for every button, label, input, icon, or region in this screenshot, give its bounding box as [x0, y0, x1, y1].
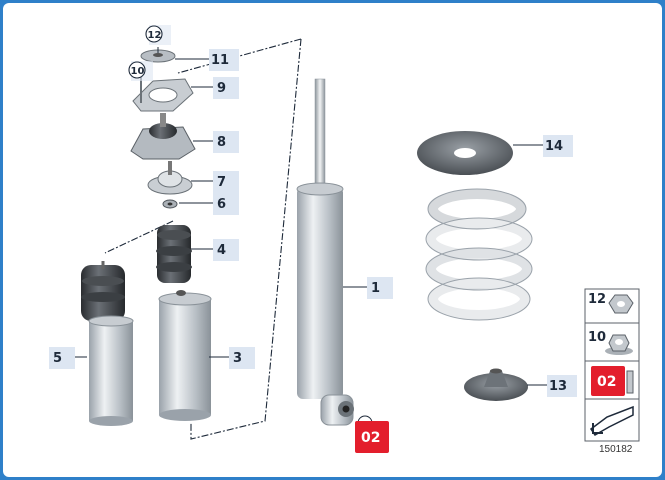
svg-text:1: 1 — [371, 281, 380, 296]
callout-13[interactable]: 13 — [547, 375, 577, 397]
svg-text:10: 10 — [588, 330, 606, 345]
part-3-protection-tube — [158, 290, 212, 421]
svg-text:8: 8 — [217, 135, 226, 150]
svg-text:5: 5 — [53, 351, 62, 366]
part-4-bump-stop — [156, 225, 192, 283]
callout-10-circle[interactable]: 10 — [128, 61, 153, 81]
svg-text:9: 9 — [217, 81, 226, 96]
diagram-frame: 1 3 4 5 6 7 8 9 11 13 14 12 10 02 12 10 — [3, 3, 662, 477]
callout-7[interactable]: 7 — [213, 171, 239, 193]
legend-item-12[interactable]: 12 — [588, 292, 634, 314]
part-1-shock-absorber — [296, 78, 354, 426]
image-id: 150182 — [599, 444, 633, 455]
svg-text:4: 4 — [217, 243, 226, 258]
svg-text:12: 12 — [148, 30, 162, 41]
legend-item-10[interactable]: 10 — [588, 330, 633, 355]
legend-panel: 12 10 02 — [584, 288, 640, 442]
legend-item-02[interactable]: 02 — [591, 366, 634, 396]
svg-text:10: 10 — [131, 66, 145, 77]
callout-11[interactable]: 11 — [209, 49, 239, 71]
svg-text:12: 12 — [588, 292, 606, 307]
callout-3[interactable]: 3 — [229, 347, 255, 369]
part-14-spring-pad — [417, 131, 513, 175]
svg-text:14: 14 — [545, 139, 563, 154]
callout-12-circle[interactable]: 12 — [145, 25, 171, 45]
svg-text:02: 02 — [597, 374, 616, 390]
svg-text:3: 3 — [233, 351, 242, 366]
red-badge-02[interactable]: 02 — [355, 415, 389, 453]
svg-text:7: 7 — [217, 175, 226, 190]
svg-text:11: 11 — [211, 53, 229, 68]
callout-14[interactable]: 14 — [543, 135, 573, 157]
callout-9[interactable]: 9 — [213, 77, 239, 99]
callout-4[interactable]: 4 — [213, 239, 239, 261]
svg-text:6: 6 — [217, 197, 226, 212]
part-5-protection-tube — [81, 261, 134, 426]
part-8-strut-mount — [130, 113, 196, 160]
exploded-parts-diagram: 1 3 4 5 6 7 8 9 11 13 14 12 10 02 12 10 — [49, 25, 640, 455]
coil-spring — [426, 189, 532, 320]
svg-text:02: 02 — [361, 430, 380, 446]
part-6-ring — [162, 199, 178, 209]
part-13-lower-pad — [464, 368, 528, 401]
callout-1[interactable]: 1 — [367, 277, 393, 299]
callout-6[interactable]: 6 — [213, 193, 239, 215]
legend-arrow-icon[interactable] — [589, 405, 634, 436]
part-7-cup — [147, 161, 193, 195]
svg-text:13: 13 — [549, 379, 567, 394]
callout-8[interactable]: 8 — [213, 131, 239, 153]
part-9-support-plate — [132, 69, 194, 112]
callout-5[interactable]: 5 — [49, 347, 75, 369]
